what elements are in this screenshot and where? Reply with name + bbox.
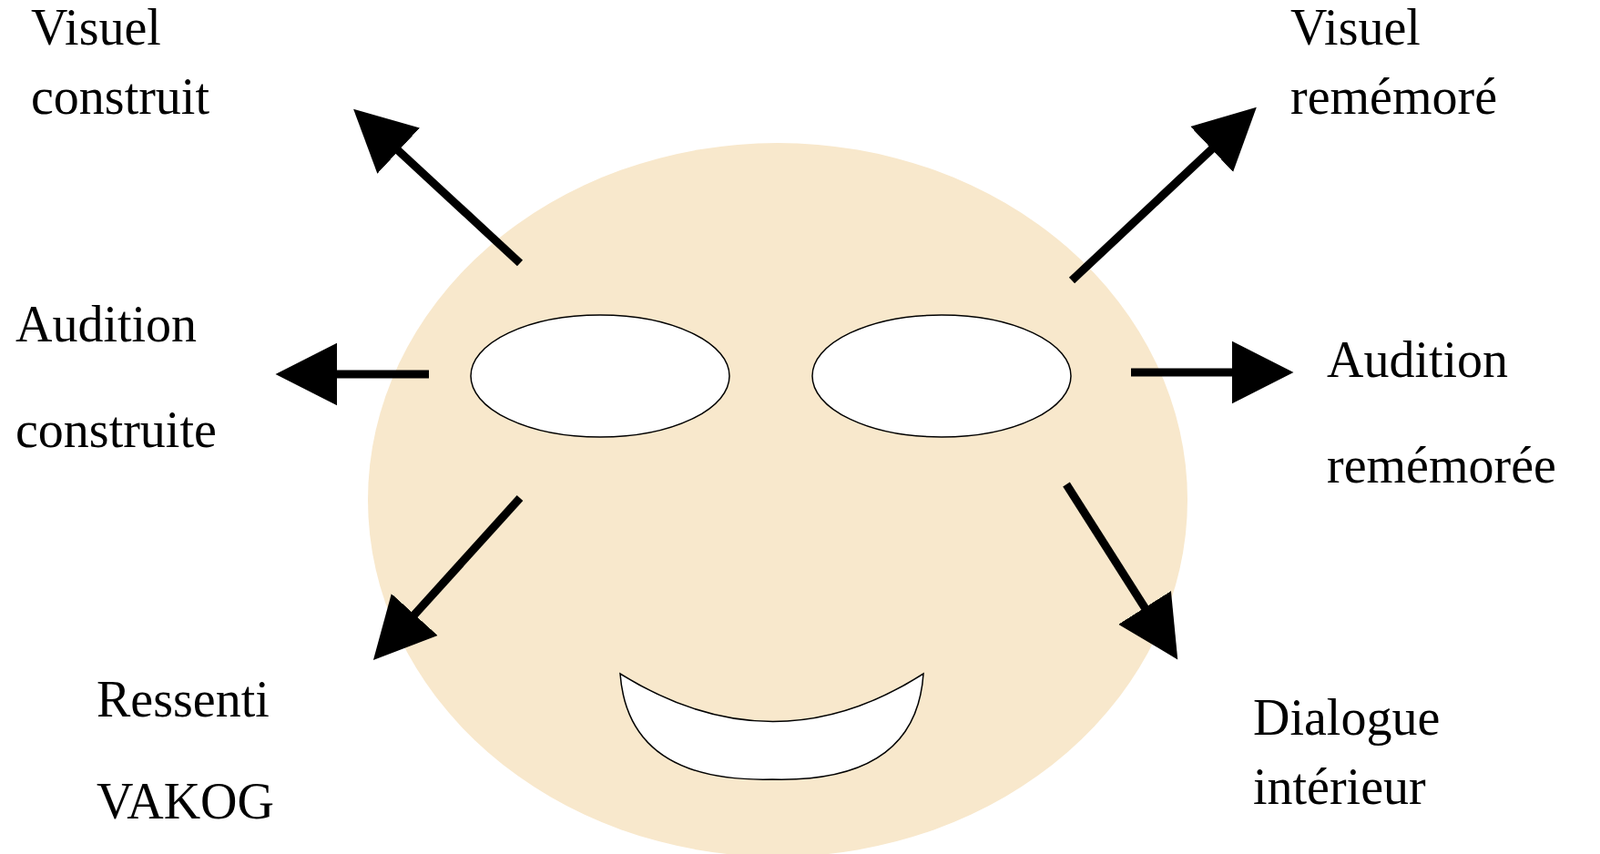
internal-dialogue-label: Dialogue intérieur [1253, 682, 1440, 822]
visual-constructed-label: Visuel construit [30, 0, 210, 132]
right-eye [812, 315, 1071, 438]
eye-arrows [287, 115, 1282, 652]
kinesthetic-label: Ressenti VAKOG [96, 648, 275, 853]
left-eye [470, 315, 730, 438]
visual-remembered-label: Visuel remémoré [1290, 0, 1498, 132]
auditory-remembered-label: Audition remémorée [1326, 306, 1557, 519]
face [367, 142, 1188, 854]
auditory-constructed-label: Audition construite [15, 271, 217, 483]
smile [620, 673, 924, 780]
